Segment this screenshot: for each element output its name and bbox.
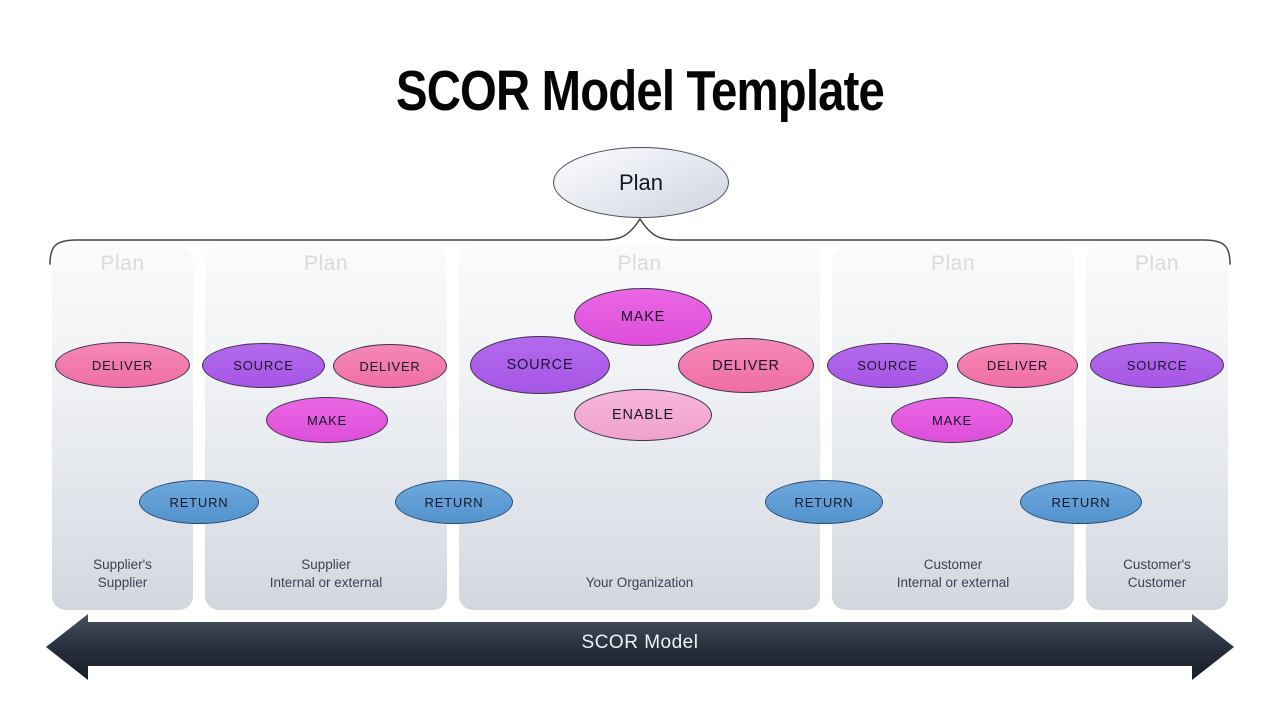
panel-label: Your Organization — [459, 574, 820, 592]
panel-label-line: Your Organization — [585, 574, 694, 590]
panel-label-line: Customer's — [1123, 556, 1191, 572]
panel-label: Supplier's Supplier — [52, 556, 193, 592]
panel-label: Customer Internal or external — [832, 556, 1074, 592]
node-source: SOURCE — [470, 336, 610, 394]
node-deliver: DELIVER — [957, 343, 1078, 388]
scor-model-arrow — [46, 614, 1234, 680]
panel-label-line: Internal or external — [269, 574, 383, 590]
panel-plan-header: Plan — [617, 252, 662, 275]
panel-plan-header: Plan — [100, 252, 145, 275]
panel-label-line: Supplier — [97, 574, 148, 590]
panel-label: Supplier Internal or external — [205, 556, 447, 592]
arrow-label: SCOR Model — [581, 632, 699, 653]
node-return: RETURN — [395, 480, 513, 524]
node-enable: ENABLE — [574, 389, 712, 441]
panel-plan-header: Plan — [1134, 252, 1180, 275]
panel-plan-header: Plan — [930, 252, 976, 275]
panel-label-line: Internal or external — [896, 574, 1010, 590]
node-return: RETURN — [139, 480, 259, 524]
node-source: SOURCE — [827, 343, 948, 388]
node-deliver: DELIVER — [678, 338, 814, 393]
panel-label-line: Customer — [923, 556, 983, 572]
node-make: MAKE — [891, 397, 1013, 443]
panel-customers-customer: Plan Customer's Customer — [1086, 246, 1228, 610]
node-return: RETURN — [765, 480, 883, 524]
panel-plan-header: Plan — [303, 252, 349, 275]
plan-top-label: Plan — [618, 169, 664, 195]
panel-label: Customer's Customer — [1086, 556, 1228, 592]
title-bar: SCOR Model Template — [0, 58, 1280, 124]
page-title: SCOR Model Template — [395, 59, 885, 123]
node-deliver: DELIVER — [333, 344, 447, 388]
node-return: RETURN — [1020, 480, 1142, 524]
node-source: SOURCE — [202, 343, 325, 388]
node-make: MAKE — [266, 397, 388, 443]
node-deliver: DELIVER — [55, 342, 190, 388]
node-source: SOURCE — [1090, 342, 1224, 388]
node-make: MAKE — [574, 288, 712, 346]
panel-suppliers-supplier: Plan Supplier's Supplier — [52, 246, 193, 610]
plan-top-ellipse: Plan — [553, 147, 729, 218]
panel-label-line: Supplier's — [93, 556, 152, 572]
panel-label-line: Supplier — [301, 556, 351, 572]
panel-label-line: Customer — [1127, 574, 1187, 590]
